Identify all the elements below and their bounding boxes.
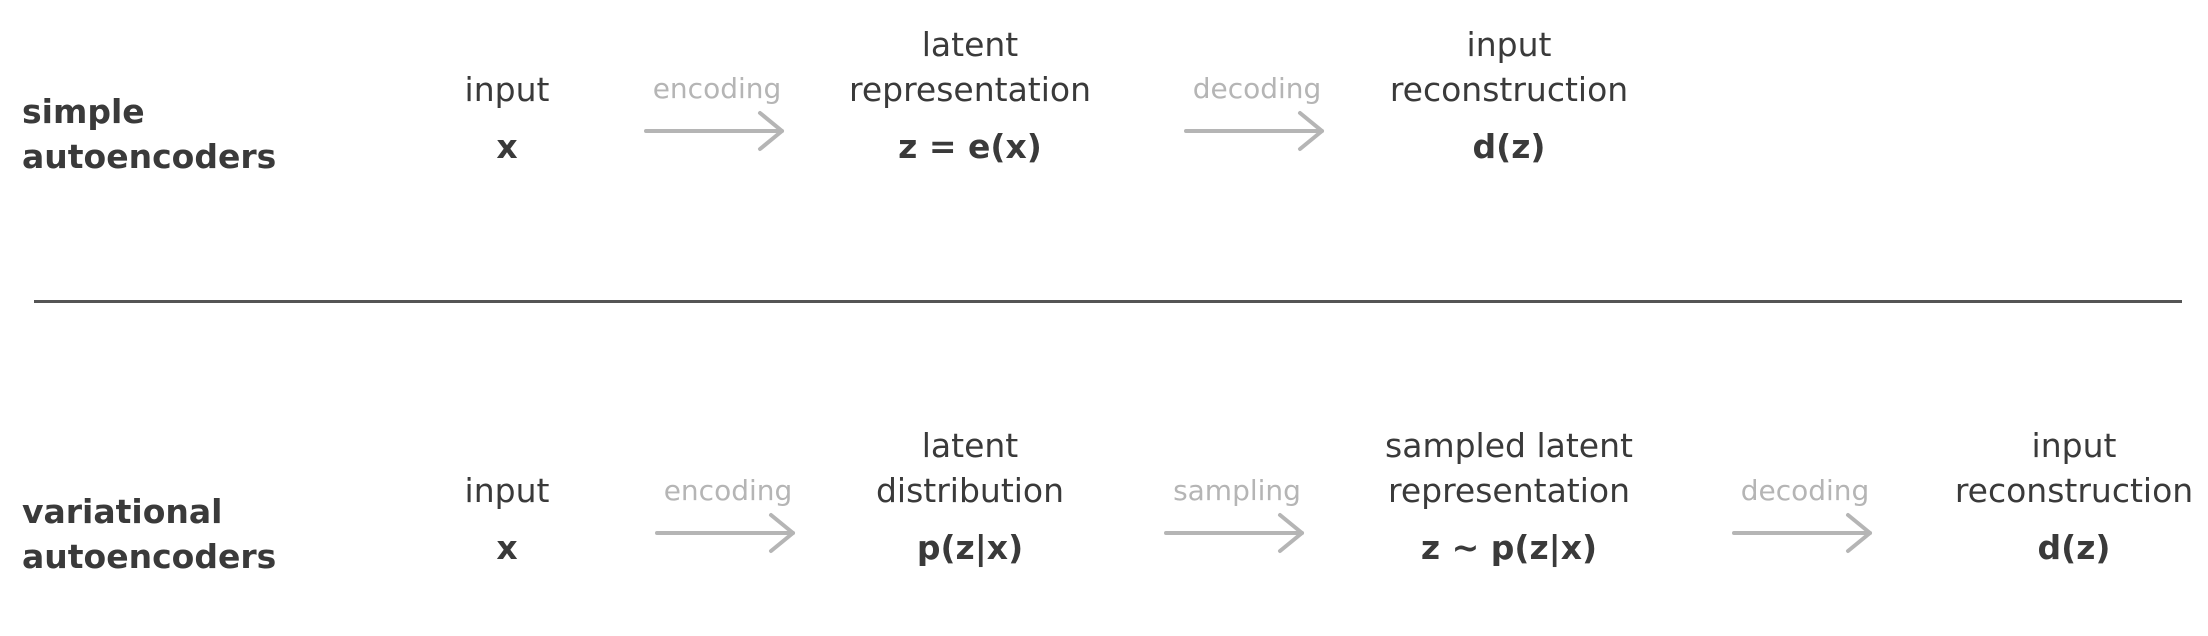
node-label-line: distribution bbox=[875, 471, 1065, 510]
right-arrow-icon bbox=[655, 513, 795, 553]
arrow-label: encoding bbox=[663, 474, 793, 507]
right-arrow-icon bbox=[644, 111, 784, 151]
node-label-line: reconstruction bbox=[1954, 471, 2194, 510]
node-formula: d(z) bbox=[1472, 127, 1546, 166]
node-label: latent distribution bbox=[810, 423, 1130, 513]
right-arrow-icon bbox=[1732, 513, 1872, 553]
variational-latent-distribution-node: latent distribution p(z|x) bbox=[810, 423, 1130, 570]
simple-latent-node: latent representation z = e(x) bbox=[810, 22, 1130, 169]
simple-autoencoders-title: simple autoencoders bbox=[22, 89, 276, 179]
simple-decoding-arrow: decoding bbox=[1177, 71, 1337, 153]
simple-reconstruction-node: input reconstruction d(z) bbox=[1349, 22, 1669, 169]
node-label-line: representation bbox=[1387, 471, 1631, 510]
row-title-line: simple bbox=[22, 92, 145, 131]
section-divider bbox=[34, 300, 2182, 303]
node-formula: z ~ p(z|x) bbox=[1420, 528, 1598, 567]
node-formula: d(z) bbox=[2037, 528, 2111, 567]
row-title-line: autoencoders bbox=[22, 537, 277, 576]
variational-autoencoders-title: variational autoencoders bbox=[22, 489, 276, 579]
node-label-line: reconstruction bbox=[1389, 70, 1629, 109]
variational-reconstruction-node: input reconstruction d(z) bbox=[1914, 423, 2208, 570]
node-label-line: representation bbox=[848, 70, 1092, 109]
variational-encoding-arrow: encoding bbox=[648, 473, 808, 555]
simple-encoding-arrow: encoding bbox=[637, 71, 797, 153]
arrow-label: decoding bbox=[1740, 474, 1870, 507]
simple-input-node: input x bbox=[347, 67, 667, 169]
arrow-label: encoding bbox=[652, 72, 782, 105]
node-label-line: input bbox=[464, 471, 550, 510]
node-label: input reconstruction bbox=[1349, 22, 1669, 112]
node-label: sampled latent representation bbox=[1349, 423, 1669, 513]
node-label-line: latent bbox=[921, 25, 1019, 64]
variational-input-node: input x bbox=[347, 468, 667, 570]
right-arrow-icon bbox=[1164, 513, 1304, 553]
node-formula: x bbox=[496, 127, 518, 166]
variational-sampling-arrow: sampling bbox=[1157, 473, 1317, 555]
node-label: input bbox=[347, 67, 667, 112]
row-title-line: variational bbox=[22, 492, 223, 531]
node-formula: p(z|x) bbox=[916, 528, 1024, 567]
node-label-line: input bbox=[1466, 25, 1552, 64]
row-title-line: autoencoders bbox=[22, 137, 277, 176]
node-label-line: sampled latent bbox=[1385, 426, 1633, 465]
node-label: input reconstruction bbox=[1914, 423, 2208, 513]
variational-sampled-latent-node: sampled latent representation z ~ p(z|x) bbox=[1349, 423, 1669, 570]
node-formula: z = e(x) bbox=[898, 127, 1042, 166]
node-label-line: input bbox=[2031, 426, 2117, 465]
arrow-label: sampling bbox=[1173, 474, 1301, 507]
node-label: input bbox=[347, 468, 667, 513]
arrow-label: decoding bbox=[1192, 72, 1322, 105]
right-arrow-icon bbox=[1184, 111, 1324, 151]
variational-decoding-arrow: decoding bbox=[1725, 473, 1885, 555]
node-label-line: latent bbox=[921, 426, 1019, 465]
node-formula: x bbox=[496, 528, 518, 567]
node-label: latent representation bbox=[810, 22, 1130, 112]
node-label-line: input bbox=[464, 70, 550, 109]
